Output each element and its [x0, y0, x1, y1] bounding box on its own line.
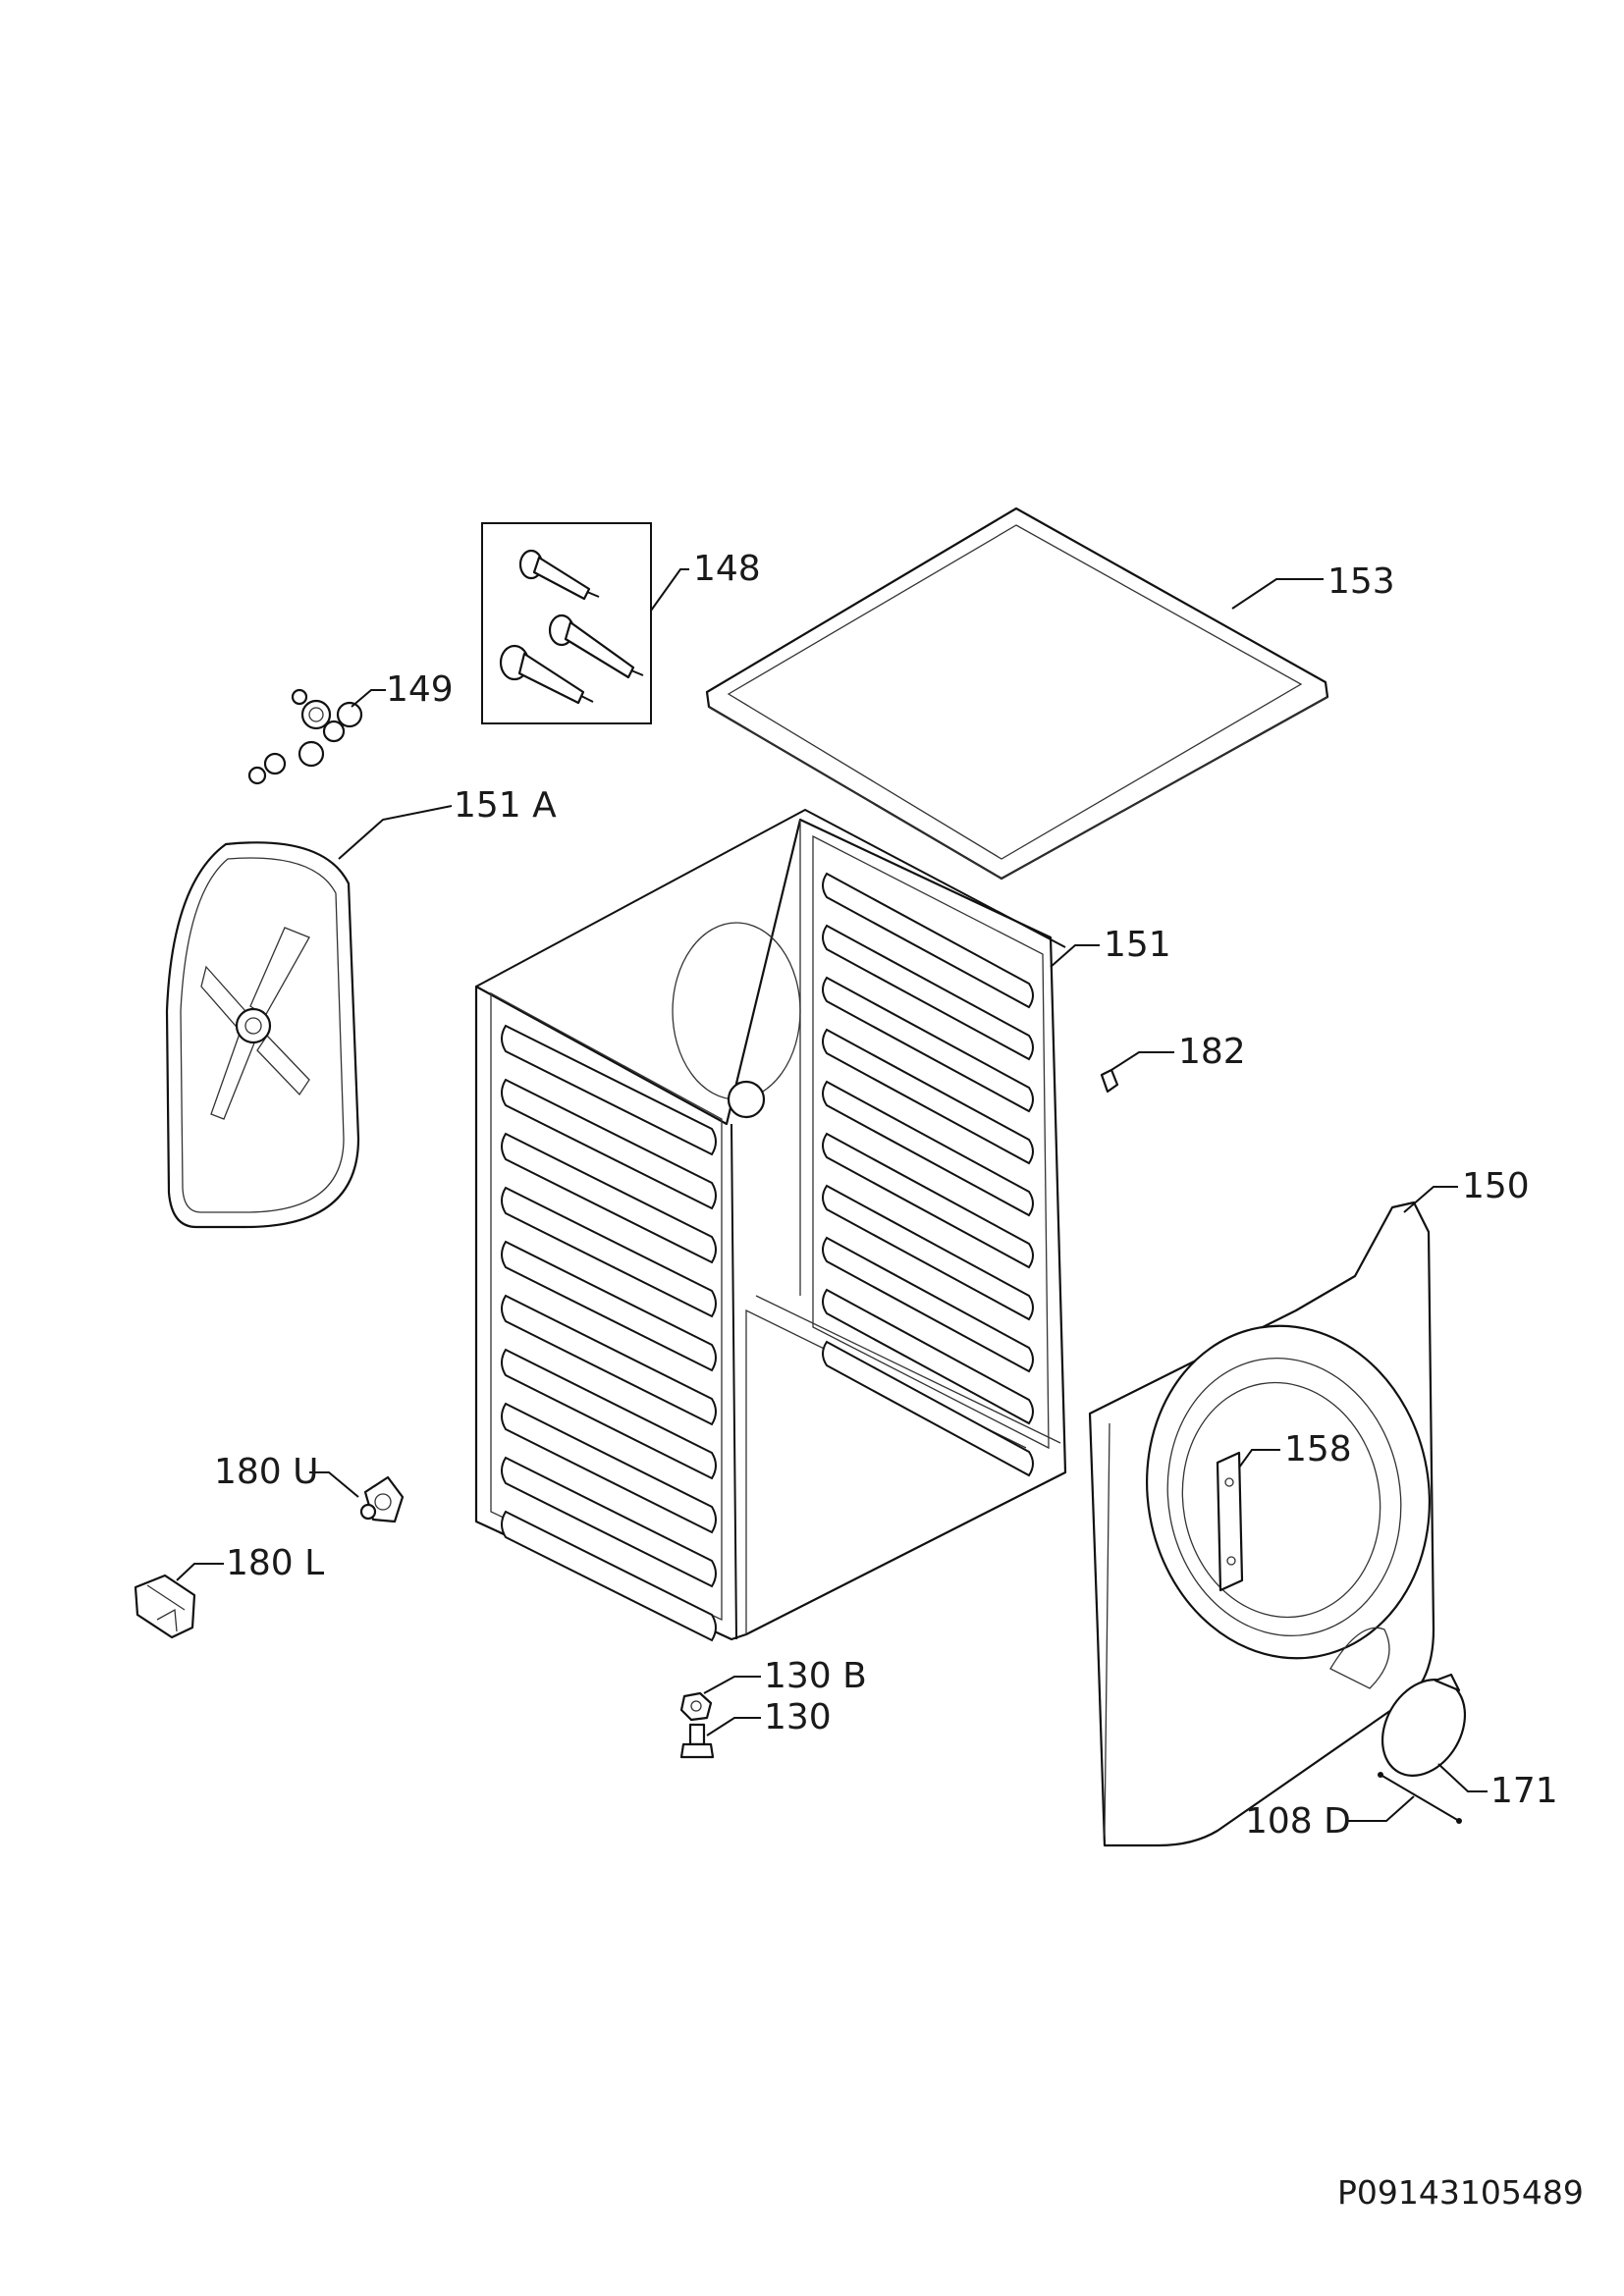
right-panel-ribs — [822, 872, 1034, 1477]
panel-rib — [822, 924, 1034, 1061]
panel-rib — [822, 1132, 1034, 1269]
panel-rib — [501, 1186, 717, 1318]
panel-rib — [822, 1028, 1034, 1165]
part-148-shock-absorbers: 148 — [481, 522, 761, 724]
part-130-foot: 130 — [679, 1697, 832, 1759]
panel-rib — [822, 976, 1034, 1113]
part-180l-hinge-lower: 180 L — [134, 1543, 324, 1639]
label-149: 149 — [386, 669, 454, 710]
shock-absorber-3 — [499, 644, 594, 705]
label-151a: 151 A — [454, 785, 557, 826]
label-180u: 180 U — [214, 1452, 319, 1492]
panel-rib — [822, 1184, 1034, 1321]
label-182: 182 — [1178, 1032, 1246, 1072]
label-158: 158 — [1284, 1429, 1352, 1469]
part-151a-side-panel: 151 A — [165, 785, 557, 1229]
label-108d: 108 D — [1245, 1801, 1351, 1842]
shock-absorber-2 — [548, 614, 644, 679]
panel-rib — [501, 1294, 717, 1426]
panel-rib — [501, 1078, 717, 1210]
panel-rib — [822, 1080, 1034, 1217]
part-108d-screws: 108 D — [1245, 1772, 1462, 1842]
label-153: 153 — [1327, 561, 1395, 602]
panel-rib — [822, 1340, 1034, 1477]
panel-rib — [501, 1510, 717, 1642]
label-130: 130 — [764, 1697, 832, 1737]
part-151-cabinet: 151 — [474, 808, 1171, 1642]
label-148: 148 — [693, 549, 761, 589]
left-panel-ribs — [501, 1024, 717, 1642]
panel-rib — [501, 1348, 717, 1480]
panel-rib — [501, 1402, 717, 1534]
panel-rib — [822, 1288, 1034, 1425]
panel-rib — [822, 872, 1034, 1009]
panel-rib — [501, 1024, 717, 1156]
panel-rib — [501, 1456, 717, 1588]
label-150: 150 — [1462, 1166, 1530, 1206]
part-180u-hinge-upper: 180 U — [214, 1452, 405, 1523]
part-158-hinge: 158 — [1216, 1429, 1352, 1592]
part-150-front-panel: 150 — [1088, 1166, 1530, 1847]
part-153-top-cover: 153 — [705, 507, 1395, 881]
label-130b: 130 B — [764, 1656, 867, 1696]
part-182-clip: 182 — [1100, 1032, 1246, 1094]
label-180l: 180 L — [226, 1543, 324, 1583]
part-171-filter-flap: 171 — [1380, 1673, 1558, 1811]
label-171: 171 — [1490, 1771, 1558, 1811]
shock-absorber-1 — [518, 549, 600, 601]
drawing-code: P09143105489 — [1337, 2173, 1584, 2212]
part-149-fasteners: 149 — [247, 669, 454, 785]
panel-rib — [822, 1236, 1034, 1373]
panel-rib — [501, 1132, 717, 1264]
label-151: 151 — [1104, 925, 1171, 965]
part-130b-nut: 130 B — [679, 1656, 867, 1722]
panel-rib — [501, 1240, 717, 1372]
